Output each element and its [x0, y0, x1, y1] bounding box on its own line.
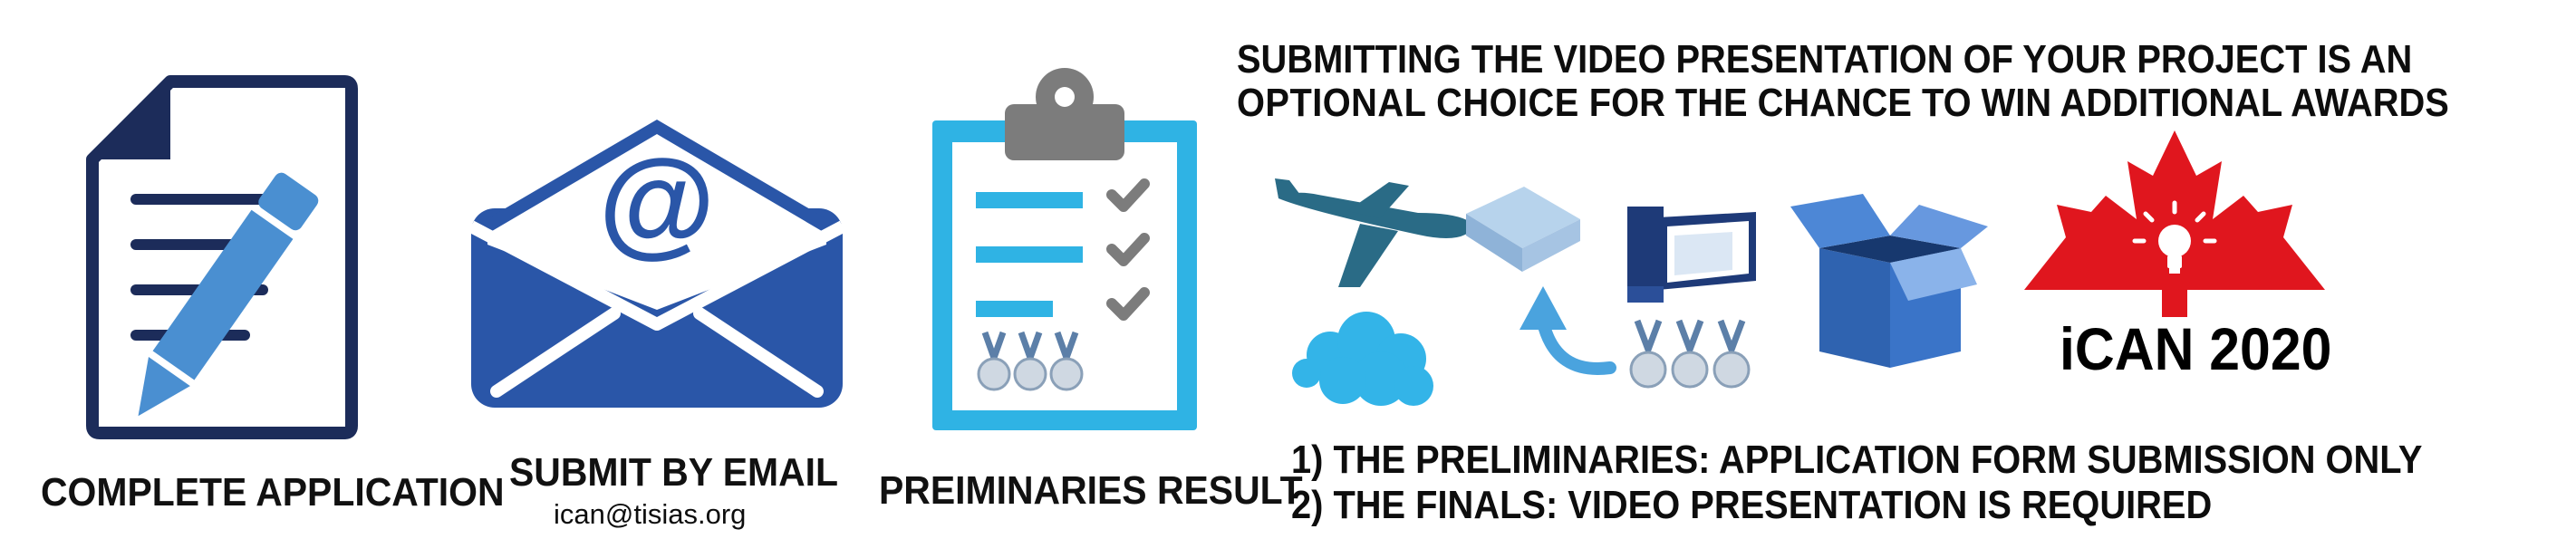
- at-sign-icon: @: [599, 135, 716, 268]
- headline-line-1: SUBMITTING THE VIDEO PRESENTATION OF YOU…: [1237, 37, 2413, 82]
- cloud-icon: [1292, 312, 1433, 406]
- document-folder-icon: [1627, 207, 1756, 303]
- step-preliminaries-result-label: PREIMINARIES RESULT: [879, 468, 1303, 513]
- email-envelope-icon: @: [468, 120, 846, 408]
- medals-icon: [1629, 319, 1751, 389]
- note-preliminaries: 1) THE PRELIMINARIES: APPLICATION FORM S…: [1291, 438, 2423, 482]
- document-pencil-icon: [86, 75, 358, 439]
- open-box-icon: [1790, 194, 1988, 368]
- step-complete-application-label: COMPLETE APPLICATION: [41, 470, 505, 515]
- logo-text: iCAN 2020: [2060, 315, 2332, 382]
- headline-line-2: OPTIONAL CHOICE FOR THE CHANCE TO WIN AD…: [1237, 81, 2449, 125]
- medals-icon: [977, 331, 1084, 391]
- airplane-icon: [1275, 178, 1473, 287]
- note-finals: 2) THE FINALS: VIDEO PRESENTATION IS REQ…: [1291, 483, 2213, 527]
- maple-leaf-lightbulb-logo: [2024, 130, 2325, 317]
- email-address[interactable]: ican@tisias.org: [554, 498, 747, 530]
- parcel-box-icon: [1466, 187, 1580, 272]
- infographic-banner: COMPLETE APPLICATION @ SUBMIT BY EMAIL i…: [41, 40, 2449, 530]
- return-arrow-icon: [1520, 286, 1616, 375]
- clipboard-checklist-icon: [932, 68, 1197, 430]
- step-submit-email-label: SUBMIT BY EMAIL: [509, 450, 838, 495]
- optional-choice-emphasis: OPTIONAL CHOICE: [1237, 81, 1579, 125]
